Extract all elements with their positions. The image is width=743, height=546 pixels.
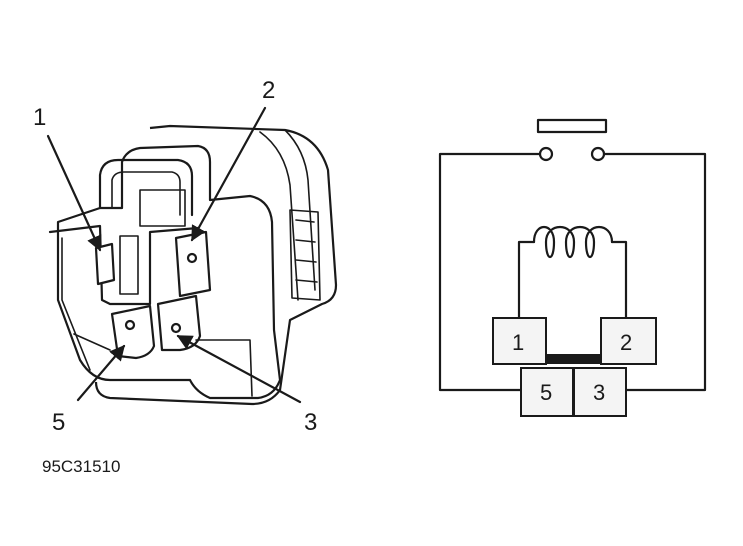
callout-arrow-5 <box>76 344 126 402</box>
schematic-terminal-2-label: 2 <box>620 330 632 355</box>
coil-winding <box>532 225 614 259</box>
callout-label-2: 2 <box>262 77 275 104</box>
relay-side-clip-lines <box>295 219 318 283</box>
figure-code: 95C31510 <box>42 457 120 476</box>
coil-wire-right <box>610 240 628 320</box>
relay-terminal-5-blade <box>110 304 156 360</box>
callout-label-1: 1 <box>33 104 46 131</box>
relay-body <box>56 144 282 400</box>
relay-handle-loop <box>98 158 194 217</box>
schematic-terminal-2 <box>600 317 657 365</box>
schematic-terminal-3 <box>573 367 627 417</box>
relay-handle-inner <box>111 171 181 216</box>
callout-arrows <box>46 106 302 404</box>
switch-contact-bar <box>536 118 608 134</box>
relay-terminal-3-blade <box>156 294 202 352</box>
relay-terminal-5-hole <box>124 319 136 331</box>
switch-contact-left <box>538 146 554 162</box>
relay-front-frame-inner <box>61 237 91 371</box>
relay-drawing <box>48 124 338 406</box>
schematic-terminal-1-label: 1 <box>512 330 524 355</box>
relay-terminal-3-hole <box>170 322 182 334</box>
relay-center-post <box>119 235 139 295</box>
relay-base-flange <box>73 333 253 397</box>
schematic-terminal-5-label: 5 <box>540 380 552 405</box>
callout-arrow-2 <box>190 106 267 242</box>
relay-side-clip <box>289 209 321 301</box>
schematic-terminal-3-label: 3 <box>593 380 605 405</box>
terminal-bridge <box>546 354 602 364</box>
callout-label-5: 5 <box>52 409 65 436</box>
schematic-terminal-1 <box>492 317 547 365</box>
relay-housing-rib <box>284 129 316 291</box>
relay-terminal-2-blade <box>174 230 212 298</box>
callout-label-3: 3 <box>304 409 317 436</box>
relay-terminal-2-hole <box>186 252 198 264</box>
coil-wire-left <box>517 240 536 320</box>
relay-upper-plate <box>139 189 186 227</box>
relay-terminal-1-blade <box>94 242 116 286</box>
relay-schematic: 1 2 5 3 <box>438 118 707 417</box>
switch-contact-right <box>590 146 606 162</box>
callout-arrow-1 <box>46 134 102 252</box>
callout-arrow-3 <box>176 334 302 404</box>
switch-circuit-wire <box>438 152 707 392</box>
relay-housing-rib-2 <box>259 131 299 301</box>
